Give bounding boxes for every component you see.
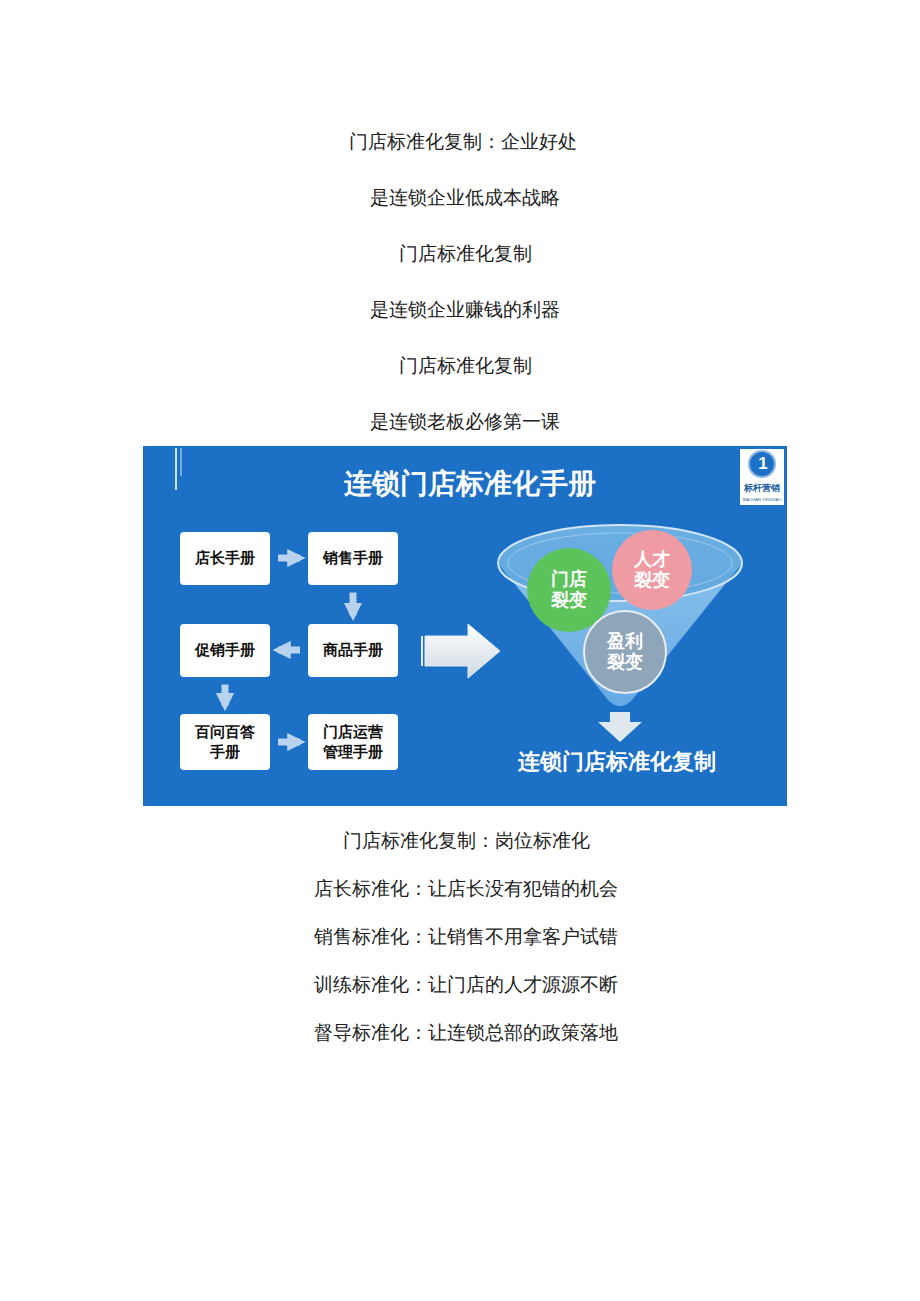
text-line: 店长标准化：让店长没有犯错的机会 [314, 876, 618, 902]
manual-box: 门店运营管理手册 [308, 714, 398, 771]
arrow-stripe [421, 636, 423, 666]
manual-box: 商品手册 [308, 624, 398, 677]
text-line: 是连锁企业赚钱的利器 [370, 297, 560, 323]
node-text: 盈利裂变 [606, 631, 644, 672]
flow-arrow [222, 685, 229, 706]
panel-title: 连锁门店标准化手册 [344, 465, 596, 503]
manual-box: 销售手册 [308, 532, 398, 585]
flow-arrow [278, 739, 300, 746]
text-line: 销售标准化：让销售不用拿客户试错 [314, 924, 618, 950]
big-arrow [425, 624, 500, 678]
text-line: 是连锁老板必修第一课 [370, 409, 560, 435]
funnel [498, 525, 742, 706]
text-line: 门店标准化复制 [399, 241, 532, 267]
logo-ring [749, 451, 775, 477]
text-line: 门店标准化复制 [399, 353, 532, 379]
node-text: 人才裂变 [633, 549, 671, 590]
text-line: 督导标准化：让连锁总部的政策落地 [314, 1020, 618, 1046]
effect-circle: 人才裂变 [612, 530, 692, 610]
panel-stripe [181, 448, 182, 476]
flow-arrow [278, 555, 300, 562]
node-text: 商品手册 [321, 640, 385, 660]
logo-number: 1 [758, 454, 767, 474]
logo-pinyin: BIAOGAN YINGXIAO [743, 497, 782, 502]
text-line: 是连锁企业低成本战略 [370, 185, 560, 211]
text-line: 门店标准化复制：企业好处 [349, 129, 577, 155]
flow-arrow [350, 593, 357, 616]
down-arrow [598, 712, 642, 742]
manual-box: 促销手册 [180, 624, 270, 677]
manual-box: 百问百答手册 [180, 714, 270, 771]
node-text: 门店运营管理手册 [321, 722, 385, 763]
text-line: 训练标准化：让门店的人才源源不断 [314, 972, 618, 998]
node-text: 店长手册 [193, 548, 257, 568]
blue-panel [143, 446, 787, 806]
node-text: 百问百答手册 [193, 722, 257, 763]
flow-arrow [278, 647, 300, 654]
panel-stripe [175, 448, 177, 490]
text-line: 门店标准化复制：岗位标准化 [343, 828, 590, 854]
node-text: 销售手册 [321, 548, 385, 568]
node-text: 门店裂变 [550, 569, 588, 610]
logo-text: 标杆营销 [744, 482, 780, 495]
logo-ground [740, 449, 784, 505]
result-caption: 连锁门店标准化复制 [518, 747, 716, 777]
manual-box: 店长手册 [180, 532, 270, 585]
effect-circle: 盈利裂变 [583, 610, 667, 694]
node-text: 促销手册 [193, 640, 257, 660]
